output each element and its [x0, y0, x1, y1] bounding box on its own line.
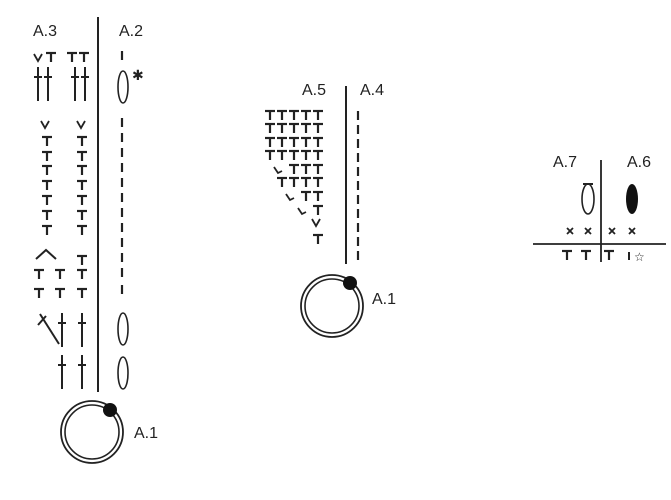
label-a6: A.6 [627, 154, 651, 171]
magic-ring-a1 [60, 400, 124, 464]
star-icon: ☆ [634, 250, 645, 264]
label-a5: A.5 [302, 82, 326, 99]
chart-a7-a6: A.7 A.6 ☆ [533, 154, 666, 264]
label-a3: A.3 [33, 23, 57, 40]
a2-column: ✱ [117, 49, 144, 390]
filled-star-icon: ✱ [132, 67, 144, 83]
chart-a5-a4: A.5 A.4 [263, 82, 396, 338]
label-a1-large: A.1 [134, 425, 158, 442]
magic-ring-a1-small [300, 274, 364, 338]
label-a4: A.4 [360, 82, 384, 99]
label-a7: A.7 [553, 154, 577, 171]
label-a2: A.2 [119, 23, 143, 40]
chart-a3-a2: A.3 A.2 [32, 17, 158, 464]
a5-rows [263, 109, 325, 246]
a3-t-rows [40, 135, 89, 267]
label-a1-small: A.1 [372, 291, 396, 308]
